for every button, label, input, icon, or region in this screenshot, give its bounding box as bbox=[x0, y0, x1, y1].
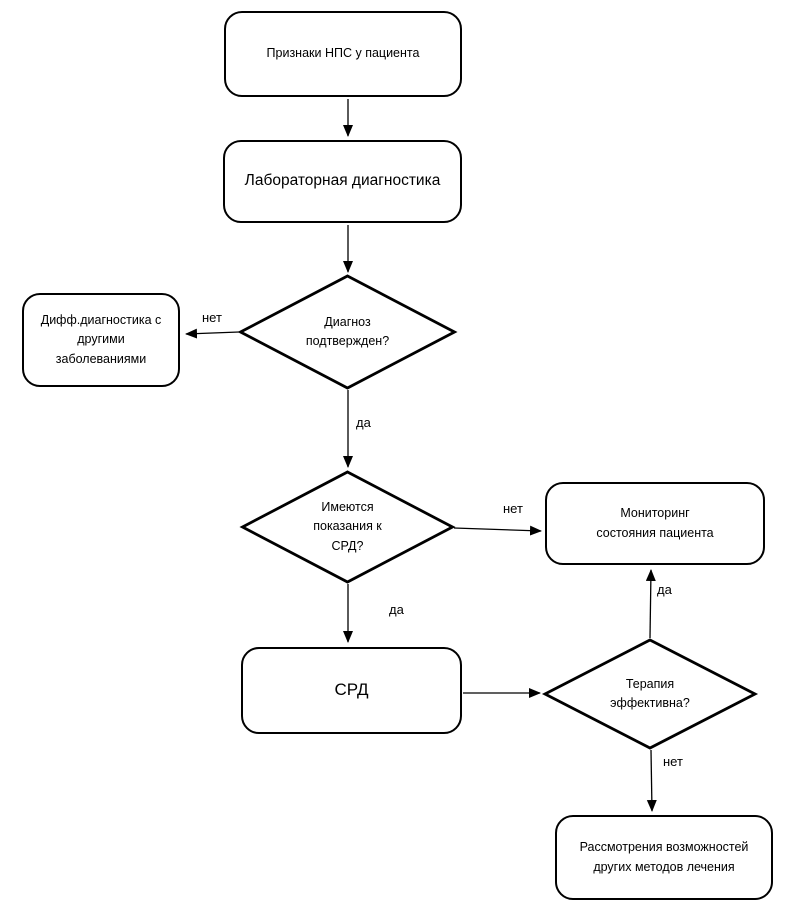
node-diff-diagnostics: Дифф.диагностика с другими заболеваниями bbox=[22, 293, 180, 387]
decision-srd-indications bbox=[239, 470, 456, 584]
node-monitoring: Мониторинг состояния пациента bbox=[545, 482, 765, 565]
decision-diagnosis-confirmed bbox=[237, 274, 458, 390]
arrow-therapy-to-other-methods bbox=[646, 749, 657, 812]
edge-label-diagnosis-no: нет bbox=[202, 310, 222, 325]
decision-diagnosis-label: Диагноз подтвержден? bbox=[305, 314, 390, 348]
node-diff-label: Дифф.диагностика с другими заболеваниями bbox=[40, 312, 162, 366]
node-srd: СРД bbox=[241, 647, 462, 734]
decision-therapy-label: Терапия эффективна? bbox=[610, 676, 690, 710]
edge-label-indications-yes: да bbox=[389, 602, 404, 617]
node-lab-label: Лабораторная диагностика bbox=[244, 172, 441, 190]
arrow-indications-to-monitoring bbox=[453, 525, 542, 536]
node-start-signs: Признаки НПС у пациента bbox=[224, 11, 462, 97]
edge-label-therapy-yes: да bbox=[657, 582, 672, 597]
edge-label-diagnosis-yes: да bbox=[356, 415, 371, 430]
decision-indications-label: Имеются показания к СРД? bbox=[313, 499, 382, 553]
node-start-label: Признаки НПС у пациента bbox=[266, 46, 420, 61]
edge-label-indications-no: нет bbox=[503, 501, 523, 516]
node-other-methods-label: Рассмотрения возможностей других методов… bbox=[579, 840, 749, 874]
decision-therapy-effective bbox=[541, 638, 759, 750]
node-lab-diagnostics: Лабораторная диагностика bbox=[223, 140, 462, 223]
arrow-therapy-to-monitoring bbox=[645, 569, 656, 639]
node-other-methods: Рассмотрения возможностей других методов… bbox=[555, 815, 773, 900]
arrow-diagnosis-to-diff bbox=[185, 328, 240, 339]
node-srd-label: СРД bbox=[334, 680, 369, 700]
edge-label-therapy-no: нет bbox=[663, 754, 683, 769]
node-monitoring-label: Мониторинг состояния пациента bbox=[596, 506, 714, 540]
